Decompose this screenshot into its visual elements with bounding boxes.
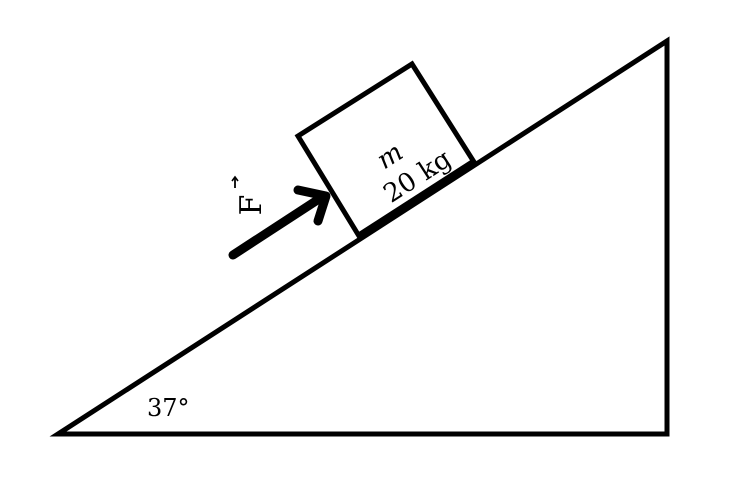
force-arrowhead [293,185,331,226]
force-vector-arrow-icon [231,175,239,188]
angle-label: 37° [147,394,190,422]
block-contact-line [357,159,476,239]
force-arrow-shaft [228,192,327,260]
force-symbol: F [234,195,269,216]
force-arrow [228,185,331,260]
